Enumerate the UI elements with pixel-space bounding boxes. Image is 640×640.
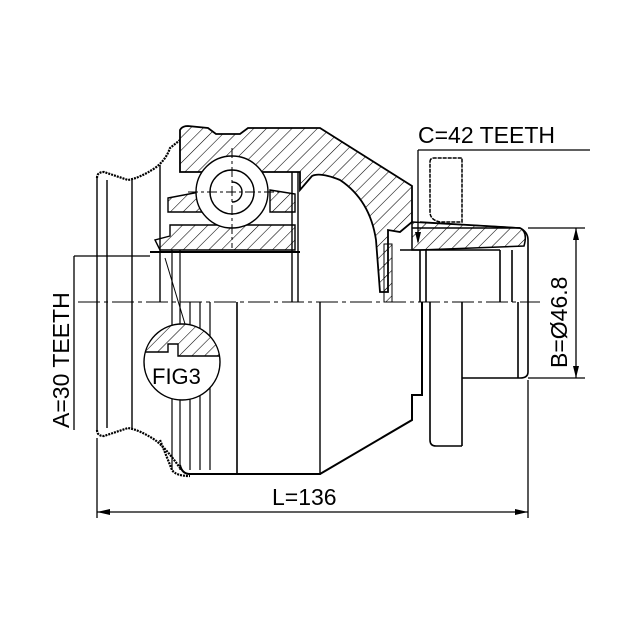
stub-shaft xyxy=(400,221,529,447)
a-teeth-label: A=30 TEETH xyxy=(48,292,74,428)
flange-top xyxy=(411,221,527,251)
c-teeth-label: C=42 TEETH xyxy=(418,122,555,148)
boot-section xyxy=(95,139,181,469)
dimensions xyxy=(73,149,590,518)
shield-plate xyxy=(429,157,463,223)
ring xyxy=(383,243,393,303)
ball xyxy=(188,148,280,248)
fig3-label: FIG3 xyxy=(152,364,201,389)
housing-bottom xyxy=(179,302,423,475)
inner-race xyxy=(150,172,300,302)
arrowheads xyxy=(97,228,579,515)
length-label: L=136 xyxy=(272,484,337,510)
b-diameter-label: B=Ø46.8 xyxy=(546,276,572,368)
